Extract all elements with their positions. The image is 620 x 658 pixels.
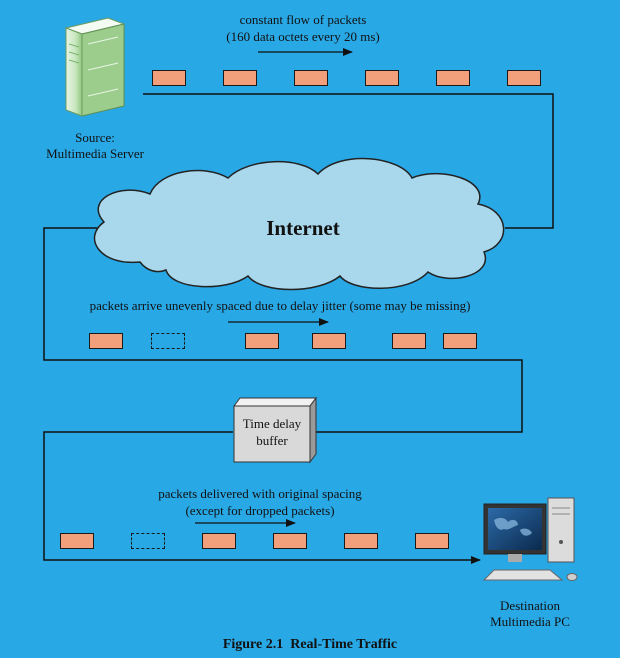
source-label-line2: Multimedia Server [46, 146, 144, 161]
source-label-line1: Source: [75, 130, 115, 145]
buffer-label-line1: Time delay [242, 416, 302, 431]
middle-connector-line [43, 227, 523, 433]
figure-caption: Figure 2.1 Real-Time Traffic [222, 637, 398, 652]
time-delay-buffer-box [233, 396, 317, 464]
packet-delivered-5 [415, 533, 449, 549]
packet-jitter-3 [312, 333, 346, 349]
packet-delivered-2 [202, 533, 236, 549]
delivered-label-line1: packets delivered with original spacing [158, 486, 362, 501]
packet-delivered-4 [344, 533, 378, 549]
packet-jitter-4 [392, 333, 426, 349]
packet-top-6 [507, 70, 541, 86]
packet-delivered-3 [273, 533, 307, 549]
delivered-label-line2: (except for dropped packets) [185, 503, 335, 518]
packet-top-5 [436, 70, 470, 86]
packet-top-4 [365, 70, 399, 86]
packet-top-2 [223, 70, 257, 86]
top-flow-label-line2: (160 data octets every 20 ms) [226, 29, 380, 44]
cloud-label: Internet [266, 216, 340, 240]
jitter-label: packets arrive unevenly spaced due to de… [89, 298, 471, 313]
packet-top-1 [152, 70, 186, 86]
packet-jitter-1 [89, 333, 123, 349]
packet-jitter-5 [443, 333, 477, 349]
destination-label-line1: Destination [500, 598, 560, 613]
buffer-label-line2: buffer [256, 433, 288, 448]
packet-delivered-1 [60, 533, 94, 549]
packet-jitter-missing [151, 333, 185, 349]
destination-label-line2: Multimedia PC [490, 614, 570, 629]
top-connector-line [143, 93, 554, 229]
packet-top-3 [294, 70, 328, 86]
packet-delivered-dropped [131, 533, 165, 549]
packet-jitter-2 [245, 333, 279, 349]
bottom-connector-line [43, 431, 481, 564]
internet-cloud-icon [93, 157, 505, 291]
desktop-pc-icon [482, 497, 578, 581]
top-flow-label-line1: constant flow of packets [239, 12, 367, 27]
server-icon [64, 17, 126, 117]
